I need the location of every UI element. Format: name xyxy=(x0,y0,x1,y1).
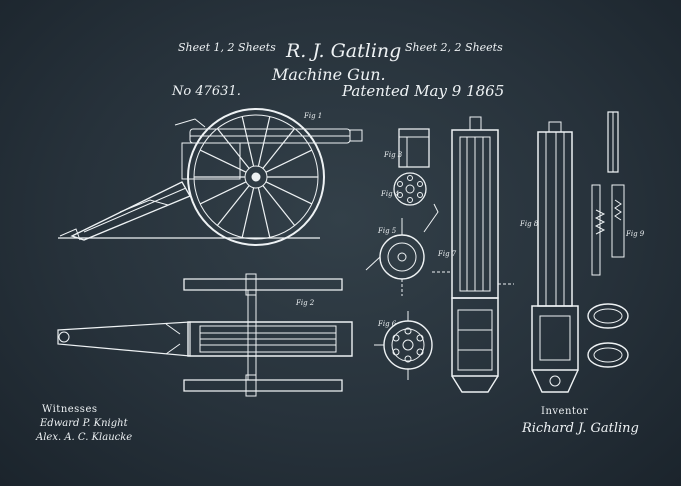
barrel-block-detail xyxy=(399,129,429,167)
patent-number: No 47631. xyxy=(172,84,241,99)
wheel-spoke xyxy=(217,129,249,169)
crank-mechanism-detail xyxy=(366,204,438,296)
plan-view-gun xyxy=(58,274,352,396)
wheel-spoke xyxy=(263,129,295,169)
figure-label-1: Fig 1 xyxy=(304,112,323,120)
patent-date: Patented May 9 1865 xyxy=(342,82,505,100)
breech-section-detail xyxy=(374,311,432,380)
witness-signature-1: Edward P. Knight xyxy=(40,418,128,429)
disc-section-detail xyxy=(394,173,426,205)
figure-label-2: Fig 2 xyxy=(296,299,315,307)
figure-label-5: Fig 5 xyxy=(378,227,397,235)
wheel-spoke xyxy=(266,150,312,172)
wheel-spoke xyxy=(266,182,312,204)
sheet-number-right: Sheet 2, 2 Sheets xyxy=(405,41,503,54)
figure-label-4: Fig 4 xyxy=(381,190,400,198)
figure-label-3: Fig 3 xyxy=(384,151,403,159)
lock-cylinder-section xyxy=(532,122,578,392)
inventor-label: Inventor xyxy=(541,406,589,417)
wheel-spoke xyxy=(200,182,246,204)
component-details xyxy=(588,112,628,367)
figure-label-7: Fig 7 xyxy=(438,250,457,258)
wheel-spoke xyxy=(242,117,253,167)
side-elevation-gun xyxy=(58,109,362,245)
sheet-number-left: Sheet 1, 2 Sheets xyxy=(178,41,276,54)
figure-label-6: Fig 6 xyxy=(378,320,397,328)
witnesses-label: Witnesses xyxy=(42,404,98,415)
patent-inventor-title: R. J. Gatling xyxy=(286,40,402,62)
figure-label-9: Fig 9 xyxy=(626,230,645,238)
barrel-cluster-section xyxy=(432,117,514,392)
wheel-spoke xyxy=(242,188,253,238)
witness-signature-2: Alex. A. C. Klaucke xyxy=(36,432,133,443)
patent-subject: Machine Gun. xyxy=(272,65,386,84)
wheel-spoke xyxy=(200,150,246,172)
wheel-spoke xyxy=(258,188,269,238)
wheel-spoke xyxy=(217,186,249,226)
inventor-signature: Richard J. Gatling xyxy=(522,421,639,436)
wheel-spoke xyxy=(263,186,295,226)
figure-label-8: Fig 8 xyxy=(520,220,539,228)
wheel-spoke xyxy=(258,117,269,167)
